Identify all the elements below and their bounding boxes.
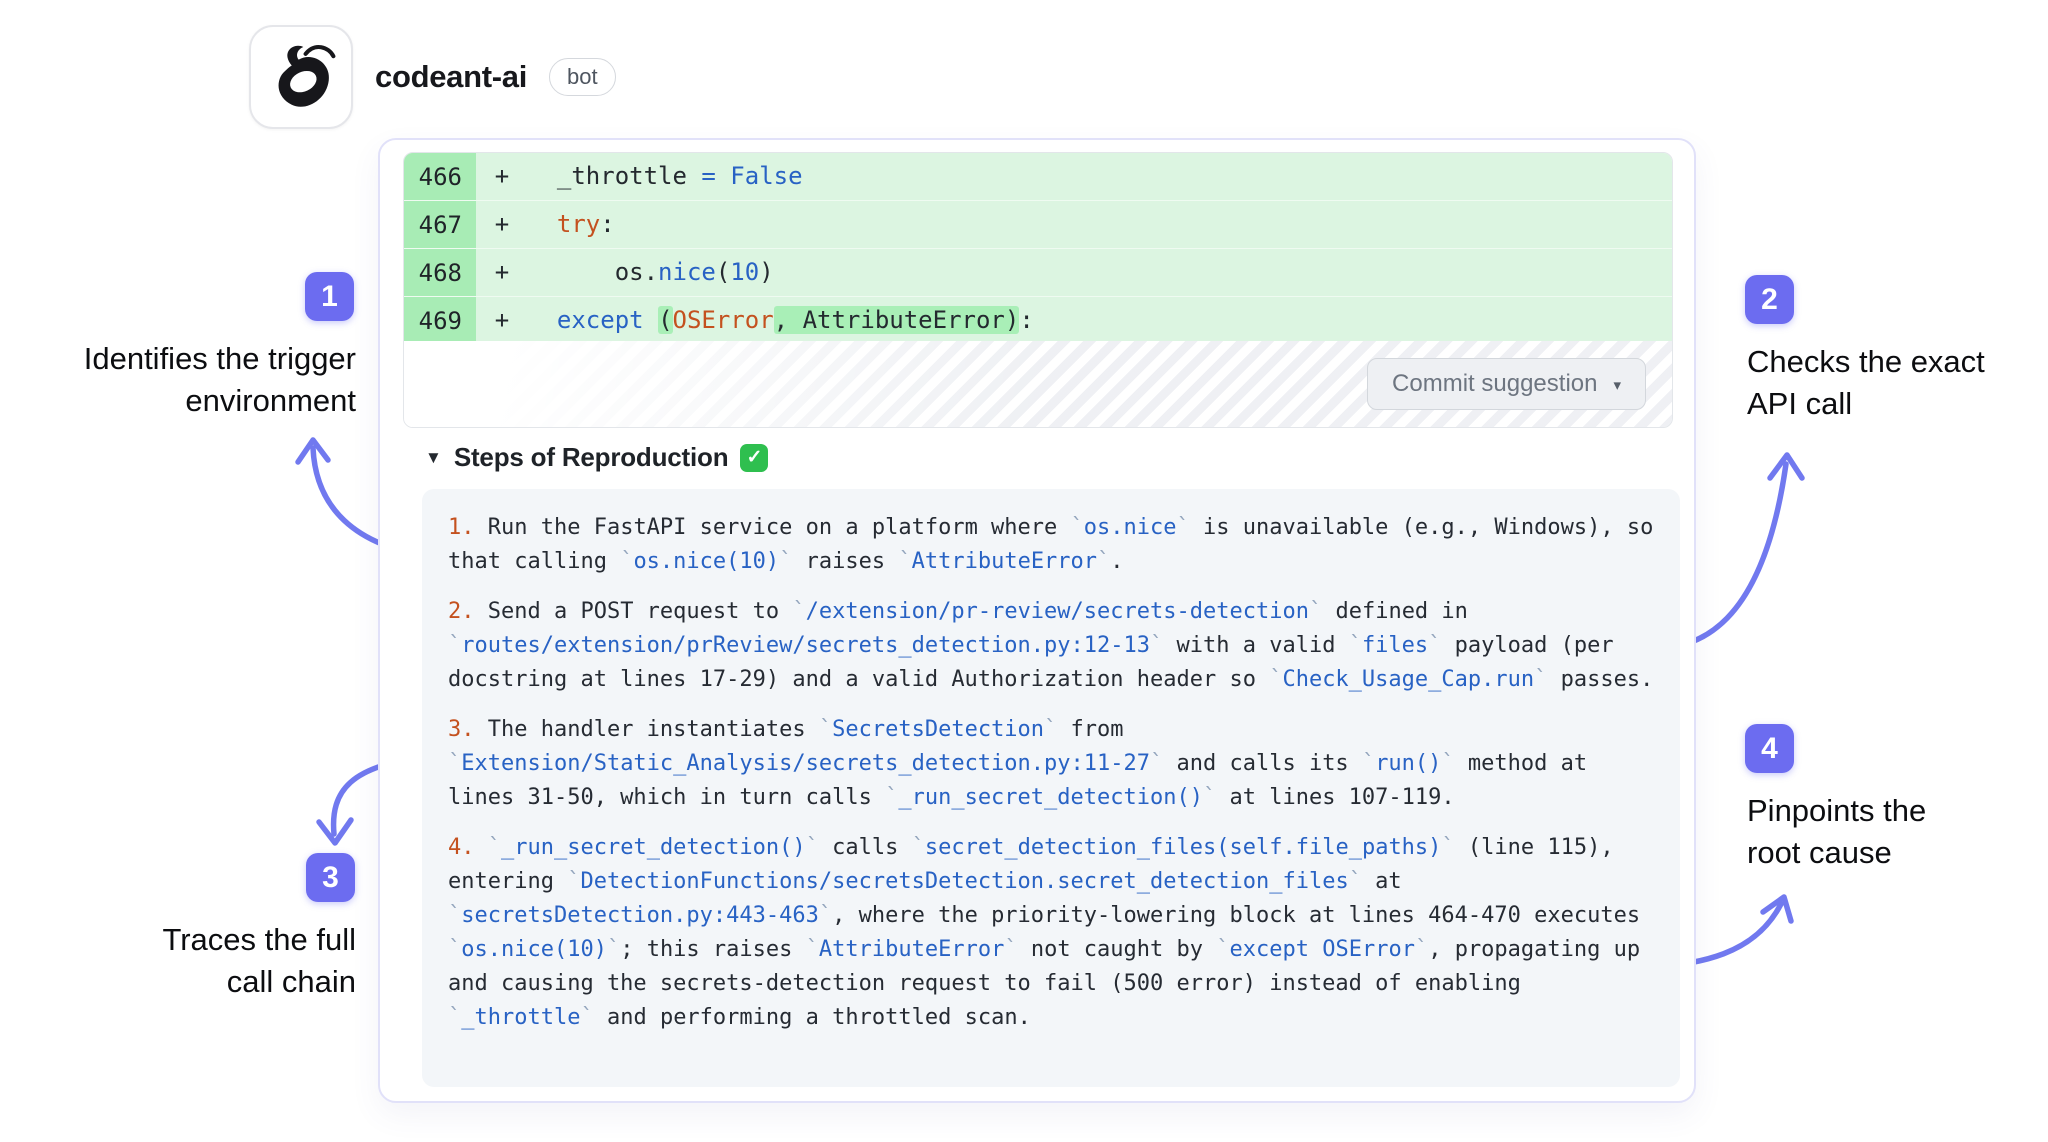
arrow-4-head <box>1760 894 1794 924</box>
reproduction-step: 1. Run the FastAPI service on a platform… <box>448 515 1654 574</box>
annotation-badge-4: 4 <box>1745 724 1794 773</box>
commit-suggestion-button[interactable]: Commit suggestion ▾ <box>1367 358 1646 410</box>
code-line: try: <box>556 210 615 238</box>
arrow-2-head <box>1767 452 1805 481</box>
check-mark-icon: ✓ <box>740 443 769 472</box>
diff-row: 469 + except (OSError, AttributeError): <box>404 296 1672 344</box>
diff-sign: + <box>494 210 510 238</box>
codeant-logo-icon <box>278 45 336 107</box>
diff-rows: 466 + _throttle = False 467 + try: 468 + os.n… <box>404 153 1672 344</box>
annotation-badge-1: 1 <box>305 272 354 321</box>
steps-panel: 1. Run the FastAPI service on a platform… <box>422 489 1680 1087</box>
collapse-triangle-icon: ▼ <box>425 447 442 467</box>
line-number: 468 <box>404 249 476 296</box>
suggestion-diff: 466 + _throttle = False 467 + try: 468 + os.n… <box>403 152 1673 428</box>
annotation-badge-2: 2 <box>1745 275 1794 324</box>
bot-name[interactable]: codeant-ai <box>375 59 528 94</box>
code-line: except (OSError, AttributeError): <box>556 306 1034 334</box>
review-comment-card: 466 + _throttle = False 467 + try: 468 + os.n… <box>378 138 1696 1103</box>
steps-section-toggle[interactable]: ▼ Steps of Reproduction ✓ <box>425 442 769 473</box>
arrow-3-head <box>316 817 354 846</box>
code-line: os.nice(10) <box>528 258 774 286</box>
commit-suggestion-label: Commit suggestion <box>1392 370 1598 397</box>
diff-row: 467 + try: <box>404 200 1672 248</box>
annotation-badge-3: 3 <box>306 853 355 902</box>
line-number: 466 <box>404 153 476 200</box>
dropdown-caret-icon: ▾ <box>1613 377 1621 394</box>
diff-sign: + <box>494 258 510 286</box>
bot-badge: bot <box>549 58 616 96</box>
arrow-1-head <box>295 437 331 465</box>
comment-header: codeant-ai bot <box>249 25 616 129</box>
steps-section-title: Steps of Reproduction <box>453 442 729 472</box>
bot-avatar[interactable] <box>249 25 353 129</box>
reproduction-step: 2. Send a POST request to `/extension/pr… <box>448 599 1654 692</box>
reproduction-step: 4. `_run_secret_detection()` calls `secr… <box>448 835 1641 1030</box>
diff-row: 468 + os.nice(10) <box>404 248 1672 296</box>
reproduction-step: 3. The handler instantiates `SecretsDete… <box>448 717 1588 810</box>
line-number: 467 <box>404 201 476 248</box>
line-number: 469 <box>404 297 476 344</box>
diff-sign: + <box>494 306 510 334</box>
diff-sign: + <box>494 162 510 190</box>
code-line: _throttle = False <box>528 162 803 190</box>
diff-row: 466 + _throttle = False <box>404 153 1672 200</box>
suggestion-actions-bar: Commit suggestion ▾ <box>404 341 1672 427</box>
